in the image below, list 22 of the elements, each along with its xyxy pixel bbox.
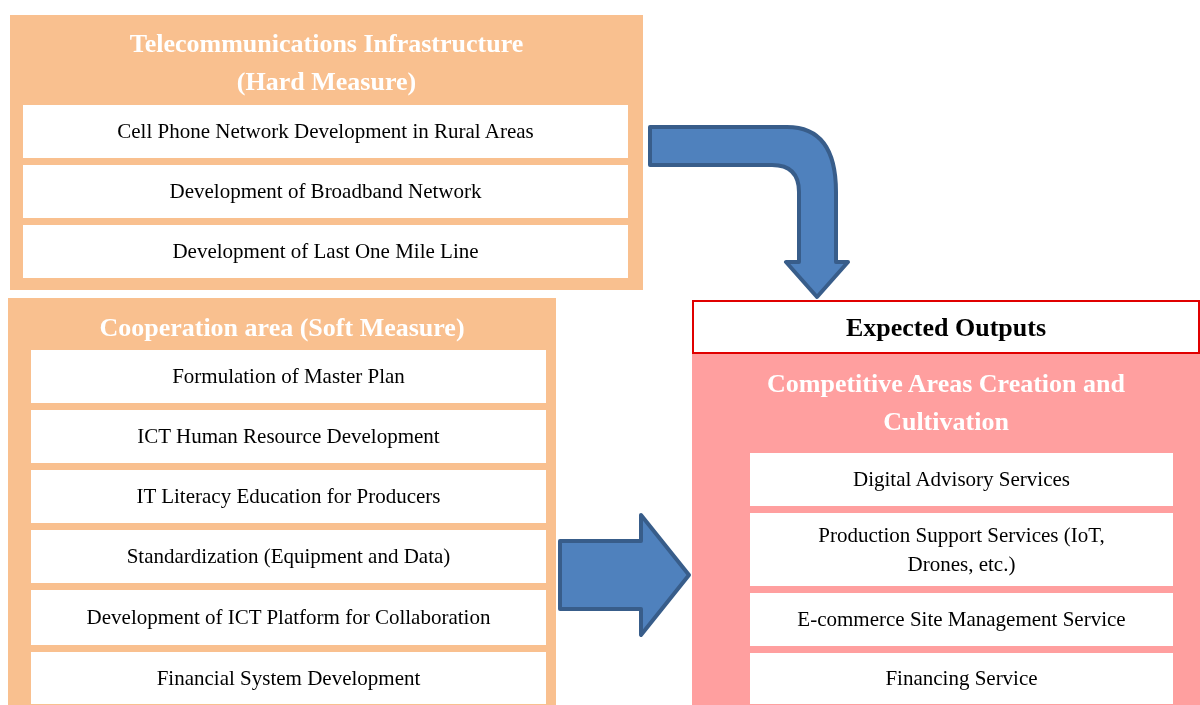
measure-box: Formulation of Master Plan — [31, 350, 546, 403]
measure-box: IT Literacy Education for Producers — [31, 470, 546, 523]
measure-box: Development of ICT Platform for Collaboration — [31, 590, 546, 645]
measure-box: Cell Phone Network Development in Rural Areas — [23, 105, 628, 158]
measure-box: Financial System Development — [31, 652, 546, 704]
block-arrow — [558, 513, 691, 637]
measure-box: Production Support Services (IoT, Drones, etc.) — [750, 513, 1173, 586]
group-panel — [10, 15, 643, 290]
title-box: Expected Outputs — [692, 300, 1200, 354]
group-panel — [692, 354, 1200, 705]
measure-box: Digital Advisory Services — [750, 453, 1173, 506]
panel-heading: Competitive Areas Creation and Cultivation — [766, 368, 1126, 438]
measure-box: Development of Last One Mile Line — [23, 225, 628, 278]
measure-box: ICT Human Resource Development — [31, 410, 546, 463]
panel-heading: Cooperation area (Soft Measure) — [98, 312, 466, 344]
panel-heading: Telecommunications Infrastructure (Hard Measure) — [128, 28, 525, 98]
measure-box: Development of Broadband Network — [23, 165, 628, 218]
measure-box: Financing Service — [750, 653, 1173, 704]
group-panel — [8, 298, 556, 705]
measure-box: E-commerce Site Management Service — [750, 593, 1173, 646]
measure-box: Standardization (Equipment and Data) — [31, 530, 546, 583]
block-arrow — [648, 125, 850, 299]
